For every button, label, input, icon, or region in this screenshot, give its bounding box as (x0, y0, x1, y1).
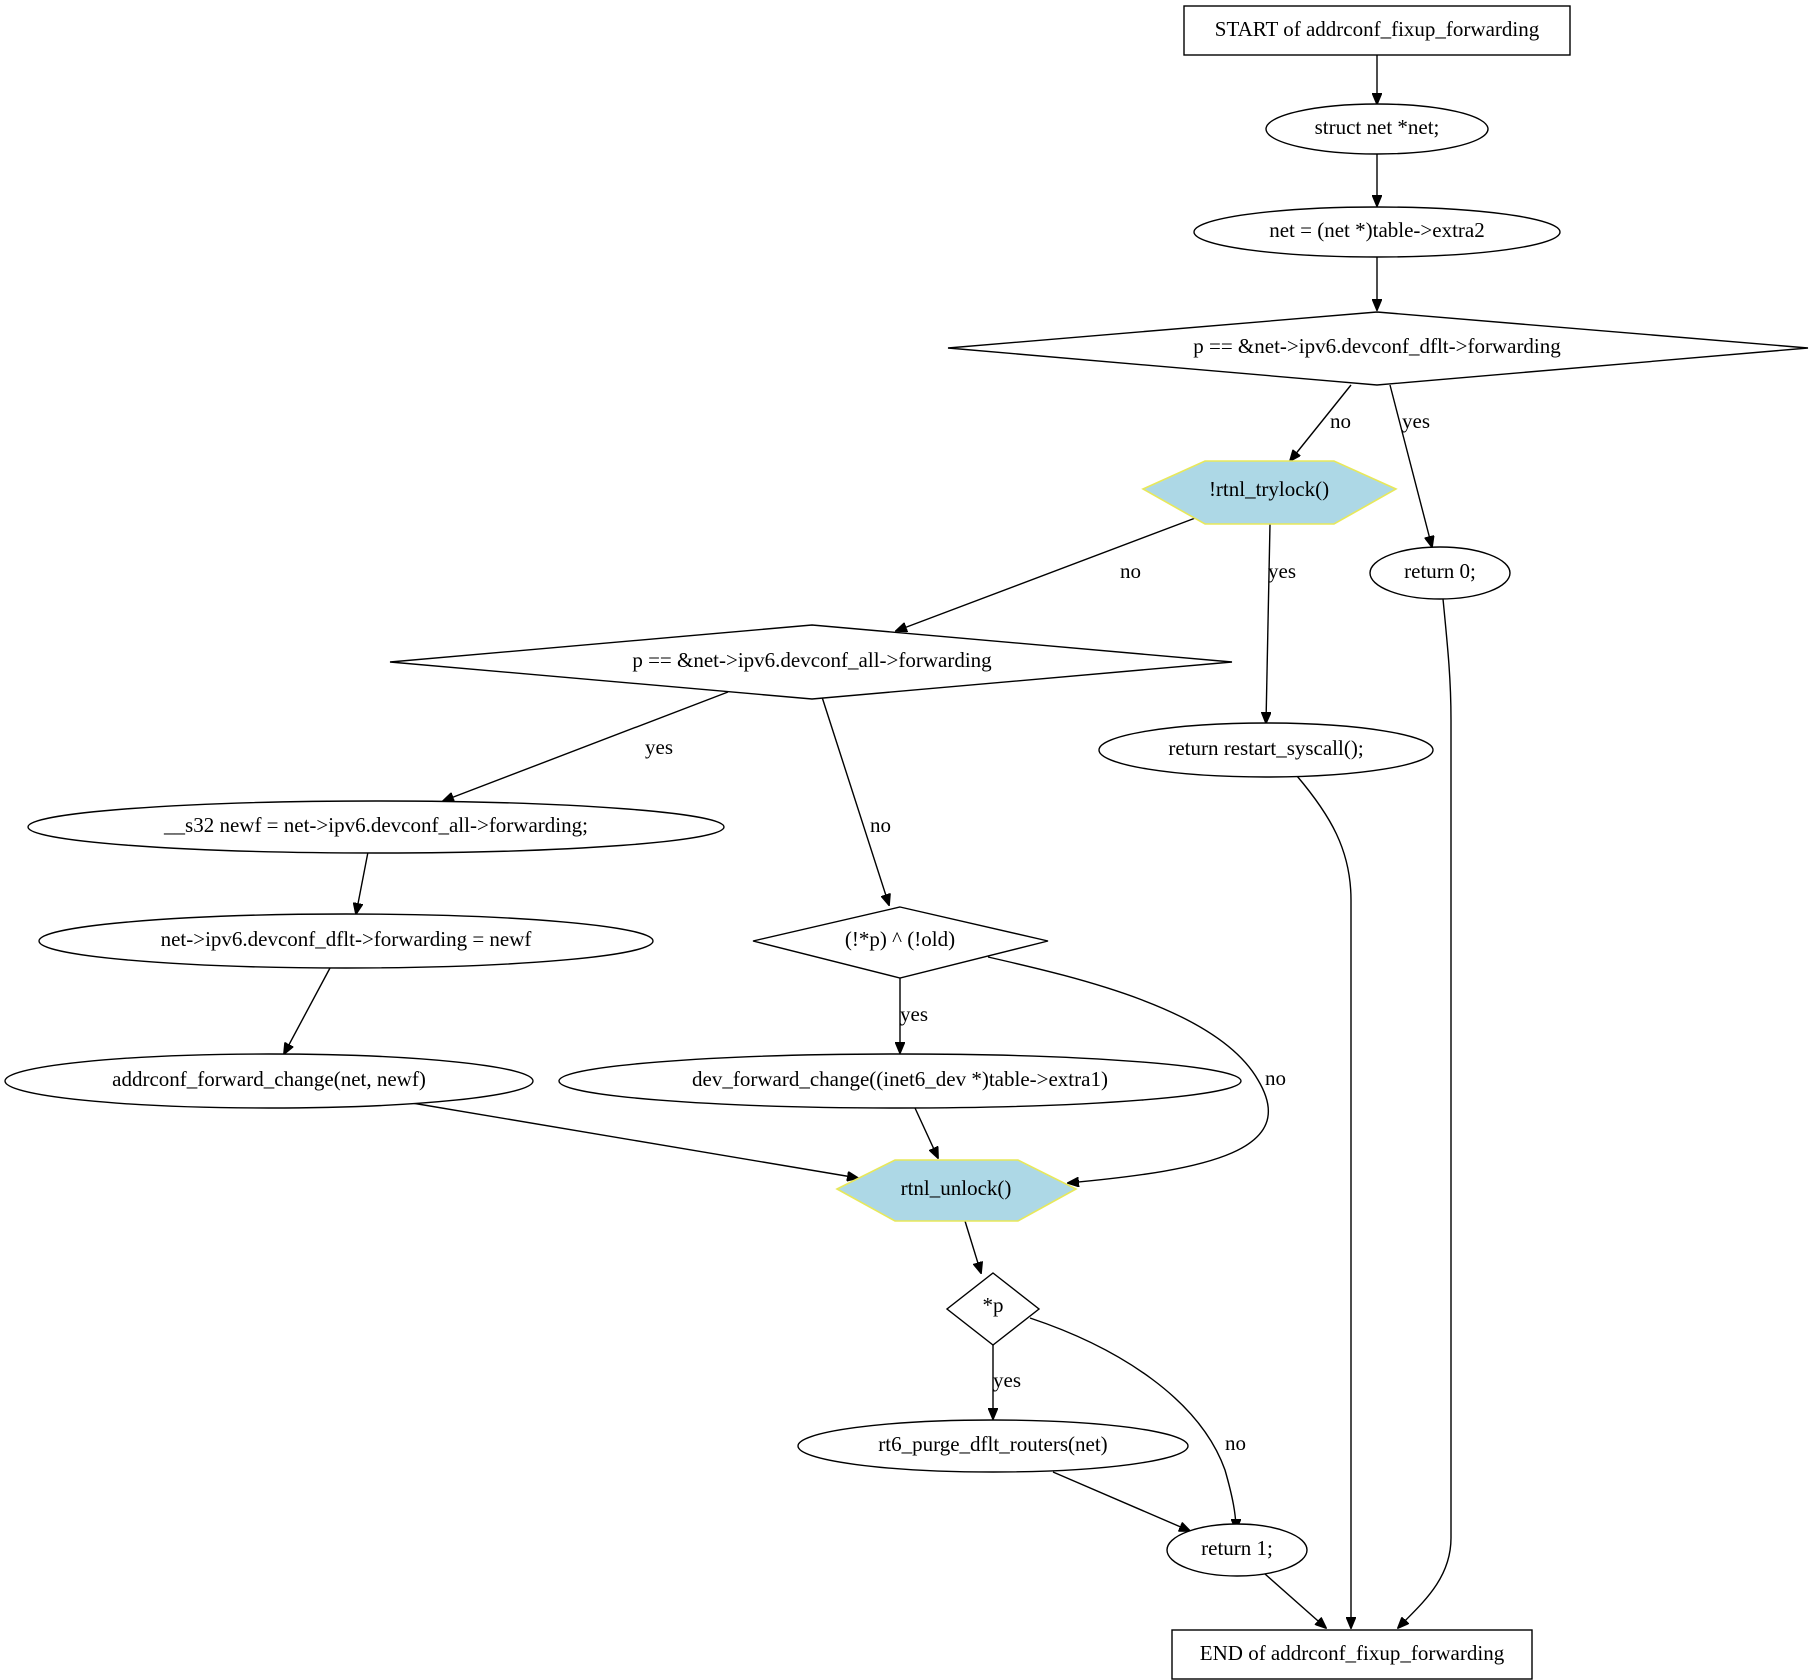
edge-trylock-to-cond-all (896, 516, 1199, 631)
node-return-one-label: return 1; (1201, 1536, 1273, 1560)
node-set-dflt: net->ipv6.devconf_dflt->forwarding = new… (38, 913, 654, 969)
node-trylock-label: !rtnl_trylock() (1209, 477, 1329, 501)
node-end: END of addrconf_fixup_forwarding (1171, 1629, 1533, 1680)
edge-addrconf-change-to-unlock (411, 1102, 858, 1178)
node-cond-all-label: p == &net->ipv6.devconf_all->forwarding (632, 648, 992, 672)
node-end-label: END of addrconf_fixup_forwarding (1200, 1641, 1505, 1665)
node-start: START of addrconf_fixup_forwarding (1183, 5, 1571, 56)
edge-cond-p-to-return-one (1029, 1317, 1236, 1530)
node-cond-dflt: p == &net->ipv6.devconf_dflt->forwarding (947, 311, 1809, 386)
node-unlock: rtnl_unlock() (835, 1159, 1078, 1222)
edge-labels: no yes no yes yes no yes no yes no (645, 409, 1430, 1455)
node-start-label: START of addrconf_fixup_forwarding (1215, 17, 1540, 41)
node-newf-label: __s32 newf = net->ipv6.devconf_all->forw… (163, 813, 588, 837)
label-p-yes: yes (993, 1368, 1021, 1392)
node-return-one: return 1; (1166, 1523, 1308, 1577)
label-all-no: no (870, 813, 891, 837)
label-old-yes: yes (900, 1002, 928, 1026)
label-trylock-no: no (1120, 559, 1141, 583)
edge-return-zero-to-end (1398, 598, 1452, 1628)
node-addrconf-change: addrconf_forward_change(net, newf) (4, 1053, 534, 1109)
node-cond-p: *p (945, 1272, 1041, 1346)
node-cond-old-label: (!*p) ^ (!old) (845, 927, 955, 951)
node-decl-net-label: struct net *net; (1315, 115, 1440, 139)
edges (284, 55, 1452, 1628)
edge-return-one-to-end (1264, 1573, 1326, 1628)
edge-set-dflt-to-addrconf-change (284, 967, 331, 1054)
edge-cond-all-to-newf (443, 691, 729, 801)
label-all-yes: yes (645, 735, 673, 759)
label-trylock-yes: yes (1268, 559, 1296, 583)
label-old-no: no (1265, 1066, 1286, 1090)
node-purge-label: rt6_purge_dflt_routers(net) (878, 1432, 1107, 1456)
edge-unlock-to-cond-p (964, 1220, 981, 1273)
edge-cond-dflt-to-return-zero (1389, 384, 1432, 547)
node-cond-all: p == &net->ipv6.devconf_all->forwarding (389, 624, 1233, 700)
edge-cond-all-to-cond-old (821, 696, 889, 905)
node-return-zero: return 0; (1369, 546, 1511, 600)
node-set-dflt-label: net->ipv6.devconf_dflt->forwarding = new… (161, 927, 532, 951)
node-dev-change-label: dev_forward_change((inet6_dev *)table->e… (692, 1067, 1108, 1091)
node-return-zero-label: return 0; (1404, 559, 1476, 583)
node-newf: __s32 newf = net->ipv6.devconf_all->forw… (27, 800, 725, 854)
node-addrconf-change-label: addrconf_forward_change(net, newf) (112, 1067, 426, 1091)
node-decl-net: struct net *net; (1265, 103, 1489, 155)
node-unlock-label: rtnl_unlock() (901, 1176, 1012, 1200)
node-purge: rt6_purge_dflt_routers(net) (797, 1419, 1189, 1473)
node-dev-change: dev_forward_change((inet6_dev *)table->e… (558, 1053, 1242, 1109)
edge-cond-old-to-unlock (987, 956, 1270, 1183)
node-assign-net-label: net = (net *)table->extra2 (1269, 218, 1485, 242)
node-cond-old: (!*p) ^ (!old) (752, 906, 1049, 979)
edge-cond-dflt-to-trylock (1290, 384, 1352, 461)
edge-dev-change-to-unlock (914, 1107, 938, 1158)
node-trylock: !rtnl_trylock() (1141, 460, 1398, 525)
edge-restart-to-end (1296, 775, 1351, 1628)
edge-trylock-to-restart (1266, 523, 1270, 723)
label-p-no: no (1225, 1431, 1246, 1455)
edge-purge-to-return-one (1052, 1471, 1190, 1531)
nodes: START of addrconf_fixup_forwarding struc… (4, 5, 1809, 1680)
node-restart-label: return restart_syscall(); (1168, 736, 1363, 760)
edge-newf-to-set-dflt (356, 851, 369, 914)
label-dflt-no: no (1330, 409, 1351, 433)
node-cond-p-label: *p (983, 1293, 1004, 1317)
node-cond-dflt-label: p == &net->ipv6.devconf_dflt->forwarding (1193, 334, 1561, 358)
node-restart: return restart_syscall(); (1098, 722, 1434, 778)
label-dflt-yes: yes (1402, 409, 1430, 433)
node-assign-net: net = (net *)table->extra2 (1193, 206, 1561, 258)
